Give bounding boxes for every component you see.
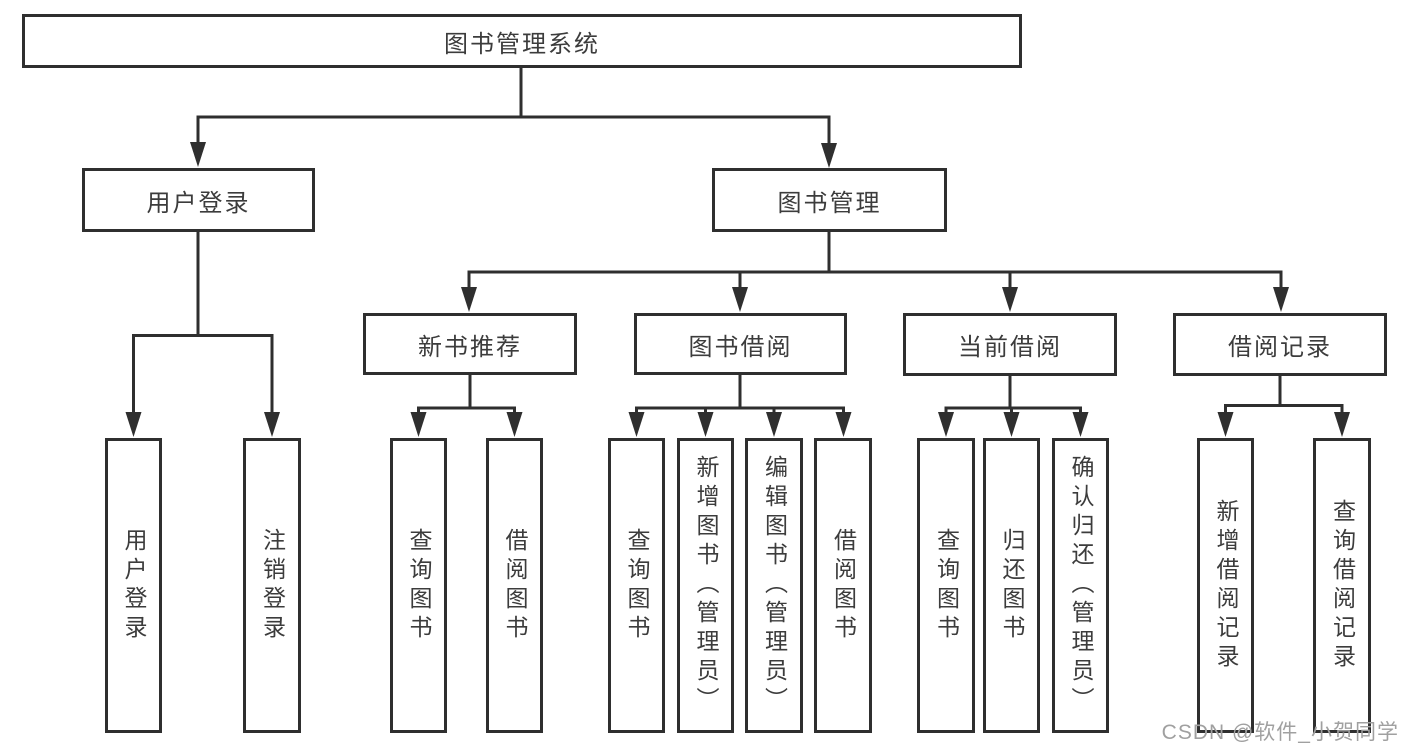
leaf-borrowing-add-books-admin: 新增图书（管理员） (677, 438, 734, 733)
leaf-current-return-books: 归还图书 (983, 438, 1040, 733)
node-user-login: 用户登录 (82, 168, 315, 232)
leaf-records-add-record: 新增借阅记录 (1197, 438, 1254, 733)
node-book-management-label: 图书管理 (777, 189, 882, 217)
node-user-login-label: 用户登录 (146, 189, 251, 217)
leaf-records-query-record-label: 查询借阅记录 (1329, 498, 1356, 673)
csdn-watermark: CSDN @软件_小贺同学 (1161, 721, 1399, 744)
leaf-records-query-record: 查询借阅记录 (1313, 438, 1371, 733)
leaf-newbook-borrow-books: 借阅图书 (486, 438, 543, 733)
leaf-newbook-borrow-books-label: 借阅图书 (502, 527, 528, 644)
leaf-borrowing-edit-books-admin: 编辑图书（管理员） (745, 438, 803, 733)
node-book-borrowing-label: 图书借阅 (688, 333, 793, 361)
leaf-user-login-label: 用户登录 (121, 527, 147, 644)
leaf-current-confirm-return-admin-label: 确认归还（管理员） (1068, 455, 1094, 716)
leaf-newbook-query-books-label: 查询图书 (406, 527, 432, 644)
leaf-borrowing-edit-books-admin-label: 编辑图书（管理员） (761, 455, 788, 716)
node-borrowing-records: 借阅记录 (1173, 313, 1387, 376)
node-book-management: 图书管理 (712, 168, 947, 232)
node-current-borrowing: 当前借阅 (903, 313, 1117, 376)
leaf-current-query-books: 查询图书 (917, 438, 975, 733)
leaf-current-return-books-label: 归还图书 (999, 527, 1025, 644)
node-root-system: 图书管理系统 (22, 14, 1022, 68)
leaf-user-login: 用户登录 (105, 438, 162, 733)
node-borrowing-records-label: 借阅记录 (1228, 334, 1332, 361)
node-root-label: 图书管理系统 (444, 30, 600, 58)
node-book-borrowing: 图书借阅 (634, 313, 847, 375)
leaf-borrowing-query-books-label: 查询图书 (624, 527, 650, 644)
leaf-records-add-record-label: 新增借阅记录 (1213, 498, 1239, 673)
leaf-newbook-query-books: 查询图书 (390, 438, 447, 733)
node-new-book-label: 新书推荐 (418, 333, 522, 361)
leaf-current-query-books-label: 查询图书 (933, 527, 960, 644)
leaf-borrowing-query-books: 查询图书 (608, 438, 665, 733)
leaf-borrowing-borrow-books: 借阅图书 (814, 438, 872, 733)
leaf-logout: 注销登录 (243, 438, 301, 733)
leaf-borrowing-add-books-admin-label: 新增图书（管理员） (693, 455, 719, 716)
leaf-current-confirm-return-admin: 确认归还（管理员） (1052, 438, 1109, 733)
leaf-logout-label: 注销登录 (259, 527, 286, 644)
node-new-book-recommendation: 新书推荐 (363, 313, 577, 375)
leaf-borrowing-borrow-books-label: 借阅图书 (830, 527, 857, 644)
node-current-borrowing-label: 当前借阅 (958, 334, 1062, 361)
